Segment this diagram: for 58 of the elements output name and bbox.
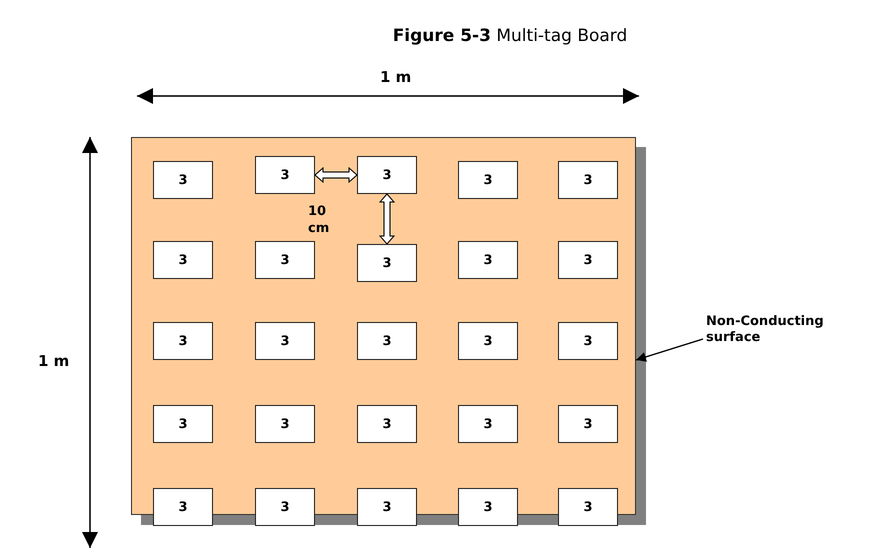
tag-number: 3 [483,172,493,188]
tag-number: 3 [382,416,392,432]
tag-box [255,322,315,360]
tag-box [558,322,618,360]
block-arrow [314,166,358,184]
tag-box [153,241,213,279]
dimension-label: 1 m [380,68,412,86]
tag-box [255,488,315,526]
tag-box [558,161,618,199]
tag-number: 3 [280,252,290,268]
tag-number: 3 [382,256,392,270]
tag-box [357,244,417,282]
block-arrow [378,193,396,245]
tag-box [255,405,315,443]
tag-box [153,322,213,360]
tag-box [153,161,213,199]
tag-number: 3 [483,500,493,514]
tag-number: 3 [583,252,593,268]
tag-number: 3 [382,500,392,514]
tag-number: 3 [178,334,188,348]
tag-number: 3 [280,500,290,514]
tag-number: 3 [382,168,392,182]
tag-number: 3 [178,252,188,268]
callout-text: Non-Conducting surface [706,314,846,346]
figure-title: Figure 5-3 Multi-tag Board [392,26,628,46]
tag-number: 3 [583,334,593,348]
tag-box [357,488,417,526]
tag-box [255,156,315,194]
tag-number: 3 [583,172,593,188]
tag-number: 3 [178,416,188,432]
tag-number: 3 [178,172,188,188]
tag-box [558,241,618,279]
tag-number: 3 [280,168,290,182]
dimension-label: 1 m [38,352,70,370]
tag-box [558,405,618,443]
tag-number: 3 [280,416,290,432]
tag-number: 3 [483,334,493,348]
tag-box [153,488,213,526]
tag-number: 3 [583,416,593,432]
tag-box [357,322,417,360]
tag-box [458,405,518,443]
tag-box [458,161,518,199]
tag-box [255,241,315,279]
tag-box [458,488,518,526]
tag-number: 3 [382,334,392,348]
tag-box [153,405,213,443]
tag-box [357,405,417,443]
tag-number: 3 [280,334,290,348]
tag-number: 3 [583,500,593,514]
spacing-label: 10 cm [308,203,330,237]
tag-number: 3 [483,252,493,268]
tag-box [458,322,518,360]
tag-box [558,488,618,526]
tag-number: 3 [178,500,188,514]
tag-box [357,156,417,194]
tag-box [458,241,518,279]
leader-line [636,338,704,362]
tag-number: 3 [483,416,493,432]
